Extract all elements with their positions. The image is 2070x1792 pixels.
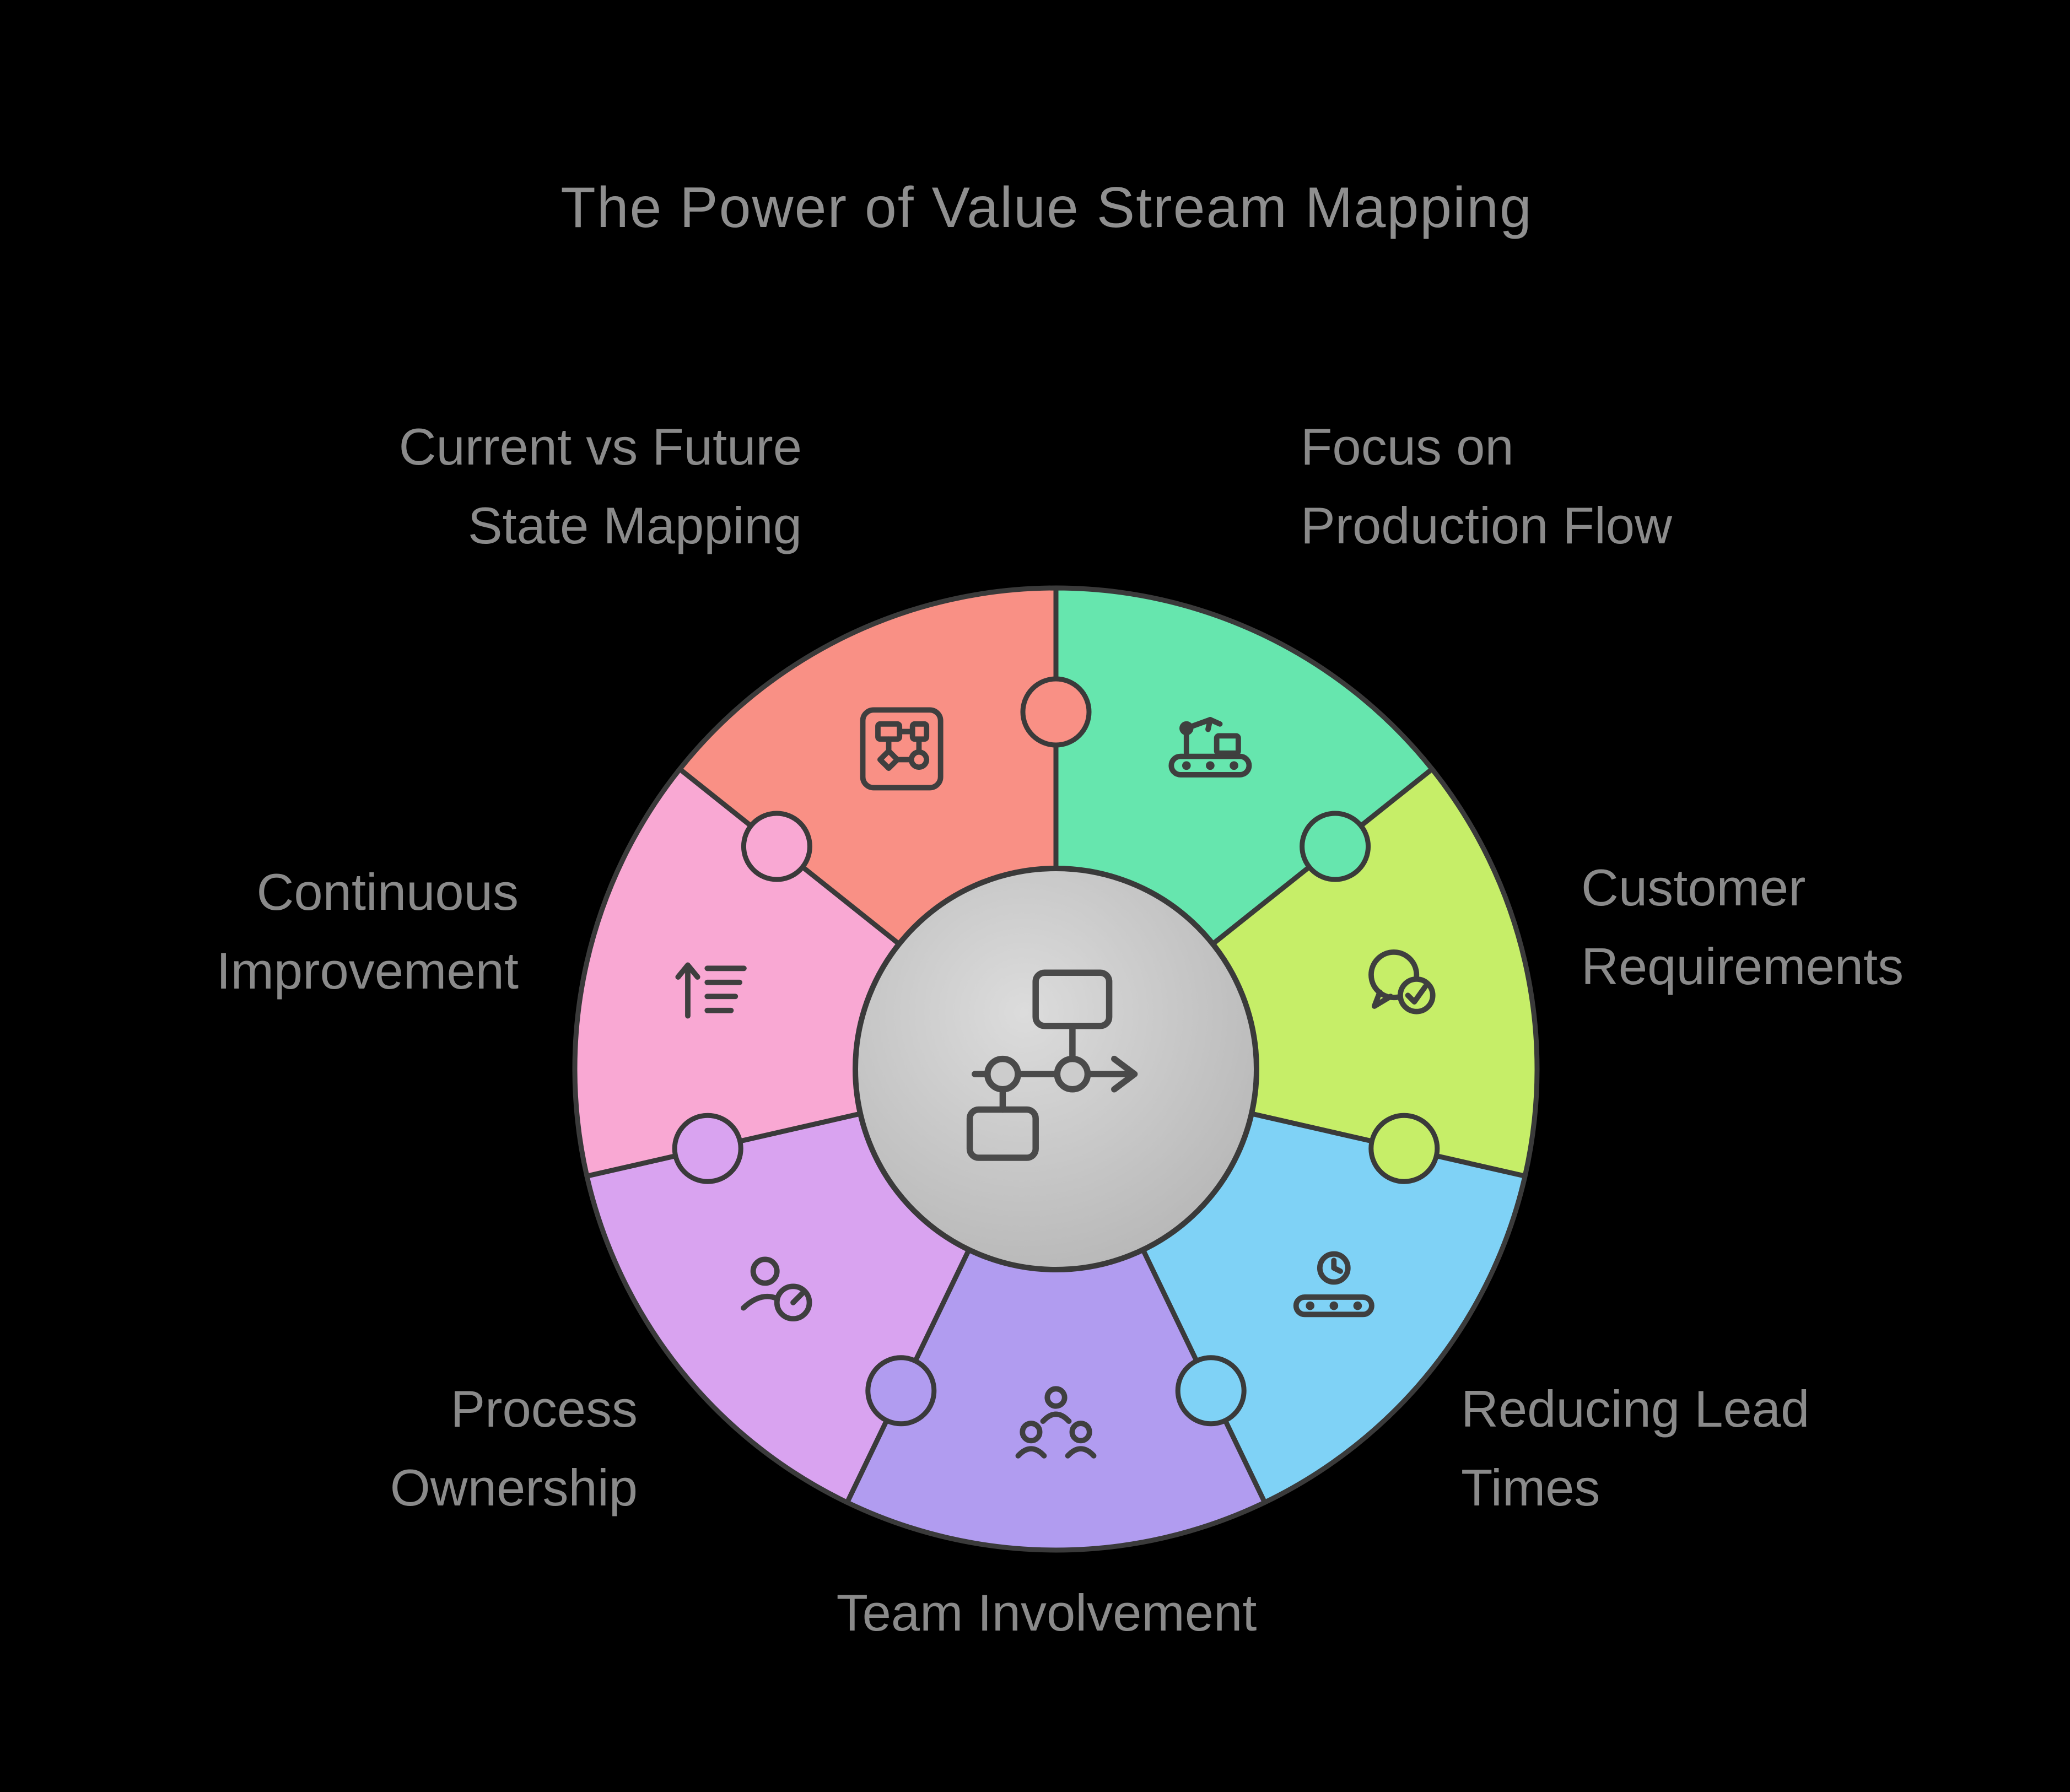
team-involvement-icon	[1015, 1386, 1097, 1459]
process-ownership-icon	[741, 1256, 812, 1322]
segment-label-continuous-improvement: Continuous Improvement	[216, 863, 519, 1000]
production-flow-icon	[1168, 717, 1252, 778]
segment-label-current-vs-future-state-mapping: Current vs Future State Mapping	[398, 418, 802, 554]
puzzle-tab	[1368, 1113, 1440, 1184]
segment-label-team-involvement: Team Involvement	[836, 1584, 1257, 1642]
lead-times-icon	[1293, 1251, 1374, 1318]
puzzle-tab	[1300, 811, 1371, 882]
puzzle-tab	[1020, 676, 1092, 748]
puzzle-tab	[865, 1355, 937, 1427]
puzzle-tab	[1175, 1355, 1247, 1427]
segment-label-process-ownership: Process Ownership	[390, 1380, 638, 1516]
puzzle-tab	[672, 1113, 743, 1184]
segment-label-focus-on-production-flow: Focus on Production Flow	[1301, 418, 1672, 554]
puzzle-piece-team-involvement	[844, 1066, 1268, 1553]
segment-label-customer-requirements: Customer Requirements	[1581, 859, 1904, 995]
puzzle-tab	[741, 811, 812, 882]
diagram-title: The Power of Value Stream Mapping	[560, 176, 1533, 240]
state-mapping-icon	[860, 707, 944, 791]
continuous-improvement-icon	[675, 962, 747, 1019]
customer-requirements-icon	[1368, 949, 1436, 1014]
value-stream-flowchart-icon	[966, 969, 1138, 1161]
segment-label-reducing-lead-times: Reducing Lead Times	[1461, 1380, 1810, 1516]
